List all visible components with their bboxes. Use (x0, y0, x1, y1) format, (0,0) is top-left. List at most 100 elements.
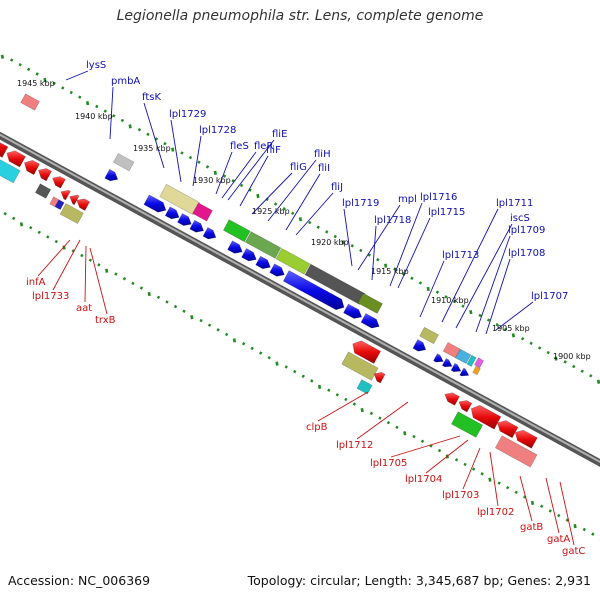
gene-label-mpl: mpl (398, 194, 417, 205)
scale-tick (78, 95, 82, 99)
scale-tick (514, 490, 518, 495)
scale-tick (199, 318, 203, 323)
scale-tick (259, 351, 263, 355)
leader-line (52, 239, 81, 291)
scale-tick (197, 160, 201, 164)
leader-line (37, 239, 71, 277)
scale-tick (95, 104, 99, 109)
leader-line (239, 155, 269, 207)
scale-tick (454, 458, 459, 462)
scale-tick (572, 364, 576, 369)
leader-line (89, 247, 108, 315)
kbp-tick-label: 1940 kbp (75, 112, 113, 121)
scale-tick (128, 124, 132, 129)
gene-label-lpl1703: lpl1703 (442, 490, 479, 501)
gene-feature (6, 150, 26, 168)
scale-tick (341, 240, 345, 245)
gene-feature (412, 339, 427, 352)
scale-tick (591, 532, 595, 536)
scale-tick (444, 295, 448, 299)
scale-tick (69, 90, 73, 95)
scale-tick (376, 258, 380, 262)
scale-tick (497, 481, 501, 485)
accession-text: Accession: NC_006369 (8, 573, 151, 588)
gene-label-lyss: lysS (86, 60, 106, 71)
scale-tick (301, 374, 305, 378)
gene-feature (222, 219, 251, 243)
scale-tick (26, 67, 31, 72)
leader-line (170, 119, 182, 183)
scale-tick (344, 397, 348, 402)
gene-feature (0, 159, 21, 184)
gene-feature (244, 231, 282, 259)
gene-label-aat: aat (76, 303, 92, 314)
kbp-tick-label: 1930 kbp (193, 176, 231, 185)
scale-tick (54, 239, 58, 244)
leader-line (317, 391, 369, 422)
leader-line (495, 301, 534, 331)
gene-feature (441, 358, 453, 368)
gene-feature (282, 270, 345, 311)
scale-tick (393, 267, 397, 271)
scale-tick (205, 165, 210, 169)
leader-line (215, 151, 233, 195)
gene-feature (104, 168, 119, 182)
scale-tick (37, 230, 41, 235)
leader-line (441, 208, 499, 323)
leader-line (251, 172, 293, 215)
kbp-tick-label: 1900 kbp (553, 352, 591, 361)
leader-line (221, 151, 257, 199)
scale-tick (563, 360, 567, 364)
scale-tick (182, 309, 186, 313)
scale-tick (80, 253, 84, 258)
gene-feature (143, 194, 167, 213)
scale-tick (452, 299, 457, 304)
gene-feature (360, 313, 380, 329)
gene-label-flie: fliE (272, 129, 287, 140)
gene-feature (189, 219, 205, 233)
gene-feature (177, 213, 192, 226)
gene-feature (59, 203, 84, 225)
gene-feature (494, 435, 538, 468)
gene-feature (474, 357, 485, 369)
gene-feature (466, 354, 477, 367)
scale-tick (114, 272, 118, 276)
scale-tick (386, 420, 391, 425)
gene-feature (433, 353, 444, 363)
scale-tick (216, 328, 220, 332)
scale-tick (275, 361, 279, 366)
leader-line (65, 70, 89, 81)
gene-feature (357, 292, 383, 314)
scale-tick (122, 277, 127, 281)
gene-feature (343, 303, 363, 319)
scale-tick (557, 513, 561, 518)
scale-tick (378, 416, 382, 420)
gene-feature (419, 326, 439, 345)
gene-feature (60, 189, 71, 201)
scale-tick (188, 155, 193, 160)
gene-feature (450, 362, 462, 373)
gene-feature (455, 348, 472, 365)
scale-tick (291, 211, 295, 216)
scale-tick (273, 202, 278, 206)
gene-label-flif: fliF (266, 145, 281, 156)
scale-tick (573, 524, 577, 529)
scale-tick (29, 225, 33, 230)
scale-tick (3, 212, 7, 216)
leader-line (455, 223, 513, 329)
gene-label-gatc: gatC (562, 546, 585, 557)
scale-tick (384, 263, 388, 268)
scale-tick (418, 281, 423, 285)
genome-title: Legionella pneumophila str. Lens, comple… (116, 8, 484, 24)
gene-label-lpl1716: lpl1716 (420, 192, 457, 203)
gene-feature (112, 153, 135, 172)
scale-tick (505, 485, 510, 490)
leader-line (295, 192, 334, 236)
scale-tick (139, 286, 144, 290)
leader-line (475, 235, 511, 333)
gene-feature (192, 202, 213, 222)
gene-label-lpl1711: lpl1711 (496, 198, 533, 209)
scale-tick (360, 407, 364, 413)
scale-tick (180, 151, 184, 155)
scale-tick (546, 350, 550, 355)
